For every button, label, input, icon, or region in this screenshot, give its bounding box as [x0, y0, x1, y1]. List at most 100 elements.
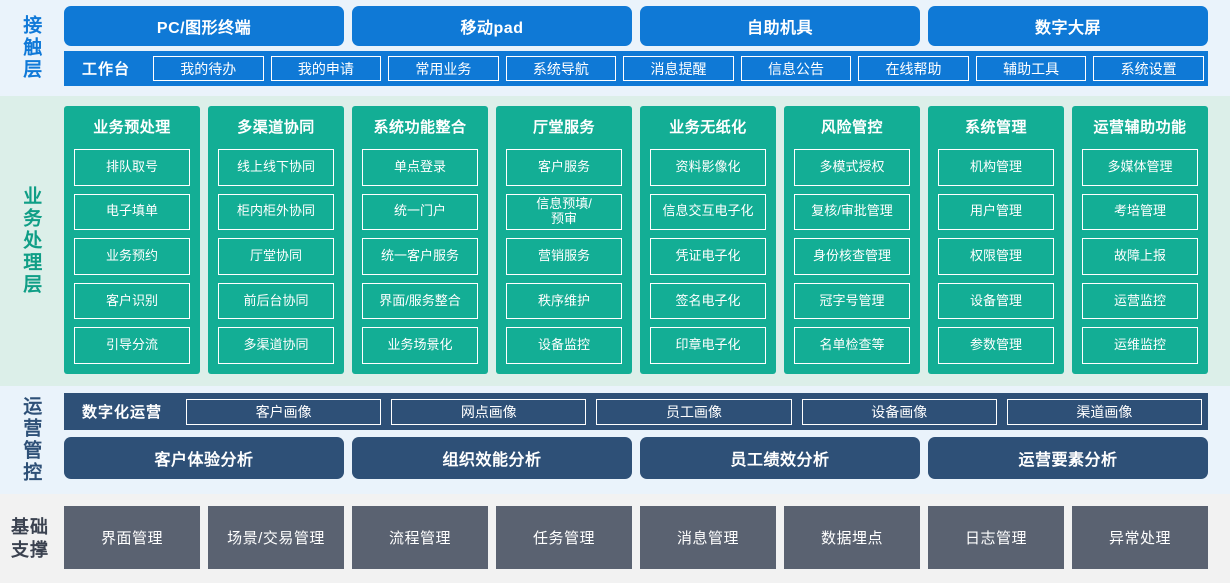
biz-item[interactable]: 机构管理: [938, 149, 1054, 186]
layer-base-support-label-line1: 基础: [11, 517, 49, 537]
biz-column-system-integration: 系统功能整合 单点登录 统一门户 统一客户服务 界面/服务整合 业务场景化: [352, 106, 488, 374]
base-item-task-management[interactable]: 任务管理: [496, 506, 632, 569]
workbench-title: 工作台: [82, 61, 131, 78]
biz-item[interactable]: 信息交互电子化: [650, 193, 766, 231]
biz-column-title: 业务预处理: [93, 119, 171, 136]
biz-item[interactable]: 厅堂协同: [218, 238, 334, 275]
portrait-employee[interactable]: 员工画像: [596, 398, 792, 425]
biz-item[interactable]: 用户管理: [938, 193, 1054, 231]
biz-item[interactable]: 柜内柜外协同: [218, 193, 334, 231]
workbench-item-system-settings[interactable]: 系统设置: [1093, 56, 1204, 81]
biz-item[interactable]: 统一客户服务: [362, 238, 478, 275]
biz-item[interactable]: 设备管理: [938, 282, 1054, 320]
workbench-item-message-alert[interactable]: 消息提醒: [623, 56, 734, 81]
analysis-customer-experience[interactable]: 客户体验分析: [64, 437, 344, 479]
biz-item[interactable]: 资料影像化: [650, 149, 766, 186]
base-item-process-management[interactable]: 流程管理: [352, 506, 488, 569]
biz-item[interactable]: 设备监控: [506, 327, 622, 364]
biz-item[interactable]: 客户服务: [506, 149, 622, 186]
layer-base-support-label-stack: 基础 支撑: [11, 516, 49, 561]
biz-item[interactable]: 多渠道协同: [218, 327, 334, 364]
biz-column-title: 多渠道协同: [237, 119, 315, 136]
biz-item[interactable]: 业务场景化: [362, 327, 478, 364]
base-item-scenario-transaction[interactable]: 场景/交易管理: [208, 506, 344, 569]
biz-item[interactable]: 考培管理: [1082, 193, 1198, 231]
biz-column-title: 系统管理: [964, 119, 1027, 136]
biz-item[interactable]: 复核/审批管理: [794, 193, 910, 231]
biz-item[interactable]: 名单检查等: [794, 327, 910, 364]
workbench-item-announcement[interactable]: 信息公告: [740, 56, 852, 81]
biz-item[interactable]: 电子填单: [74, 193, 190, 231]
biz-item[interactable]: 引导分流: [74, 327, 190, 364]
channel-pc[interactable]: PC/图形终端: [64, 6, 344, 46]
biz-column-system-management: 系统管理 机构管理 用户管理 权限管理 设备管理 参数管理: [928, 106, 1064, 374]
base-item-log-management[interactable]: 日志管理: [928, 506, 1064, 569]
channel-row: PC/图形终端 移动pad 自助机具 数字大屏: [64, 6, 1208, 46]
workbench-item-my-application[interactable]: 我的申请: [270, 56, 382, 81]
biz-item[interactable]: 多模式授权: [794, 149, 910, 186]
portrait-branch[interactable]: 网点画像: [391, 398, 587, 425]
layer-operations-label-text: 运营管控: [20, 396, 42, 484]
layer-touch-body: PC/图形终端 移动pad 自助机具 数字大屏 工作台 我的待办 我的申请 常用…: [60, 0, 1230, 96]
biz-item[interactable]: 前后台协同: [218, 282, 334, 320]
digital-operations-bar: 数字化运营 客户画像 网点画像 员工画像 设备画像 渠道画像: [64, 393, 1208, 430]
biz-column-title: 业务无纸化: [669, 119, 747, 136]
base-item-ui-management[interactable]: 界面管理: [64, 506, 200, 569]
biz-item[interactable]: 凭证电子化: [650, 238, 766, 275]
layer-base-support: 基础 支撑 界面管理 场景/交易管理 流程管理 任务管理 消息管理 数据埋点 日…: [0, 494, 1230, 583]
biz-item[interactable]: 运营监控: [1082, 282, 1198, 320]
biz-item[interactable]: 多媒体管理: [1082, 149, 1198, 186]
channel-mobile-pad[interactable]: 移动pad: [352, 6, 632, 46]
layer-base-support-label: 基础 支撑: [0, 494, 60, 583]
biz-column-lobby-service: 厅堂服务 客户服务 信息预填/ 预审 营销服务 秩序维护 设备监控: [496, 106, 632, 374]
layer-base-support-body: 界面管理 场景/交易管理 流程管理 任务管理 消息管理 数据埋点 日志管理 异常…: [60, 494, 1230, 583]
base-item-data-tracking[interactable]: 数据埋点: [784, 506, 920, 569]
workbench-item-online-help[interactable]: 在线帮助: [858, 56, 969, 81]
biz-item[interactable]: 冠字号管理: [794, 282, 910, 320]
biz-item[interactable]: 单点登录: [362, 149, 478, 186]
analysis-employee-performance[interactable]: 员工绩效分析: [640, 437, 920, 479]
biz-item[interactable]: 权限管理: [938, 238, 1054, 275]
biz-item[interactable]: 签名电子化: [650, 282, 766, 320]
biz-column-title: 风险管控: [820, 119, 883, 136]
analysis-org-efficiency[interactable]: 组织效能分析: [352, 437, 632, 479]
workbench-bar: 工作台 我的待办 我的申请 常用业务 系统导航 消息提醒 信息公告 在线帮助 辅…: [64, 51, 1208, 86]
biz-item[interactable]: 排队取号: [74, 149, 190, 186]
workbench-item-common-business[interactable]: 常用业务: [388, 56, 499, 81]
biz-item[interactable]: 秩序维护: [506, 282, 622, 320]
portrait-customer[interactable]: 客户画像: [186, 398, 382, 425]
biz-item[interactable]: 营销服务: [506, 238, 622, 275]
biz-item[interactable]: 故障上报: [1082, 238, 1198, 275]
biz-item[interactable]: 信息预填/ 预审: [506, 193, 622, 231]
biz-item[interactable]: 统一门户: [362, 193, 478, 231]
channel-self-service[interactable]: 自助机具: [640, 6, 920, 46]
layer-operations-body: 数字化运营 客户画像 网点画像 员工画像 设备画像 渠道画像 客户体验分析 组织…: [60, 386, 1230, 494]
biz-item[interactable]: 参数管理: [938, 327, 1054, 364]
layer-business-body: 业务预处理 排队取号 电子填单 业务预约 客户识别 引导分流 多渠道协同 线上线…: [60, 96, 1230, 386]
biz-column-pre-processing: 业务预处理 排队取号 电子填单 业务预约 客户识别 引导分流: [64, 106, 200, 374]
workbench-item-system-nav[interactable]: 系统导航: [505, 56, 617, 81]
layer-touch-label: 接触层: [0, 0, 60, 96]
base-item-exception-handling[interactable]: 异常处理: [1072, 506, 1208, 569]
biz-item[interactable]: 界面/服务整合: [362, 282, 478, 320]
portrait-channel[interactable]: 渠道画像: [1006, 398, 1203, 425]
biz-item[interactable]: 印章电子化: [650, 327, 766, 364]
digital-operations-title: 数字化运营: [82, 404, 163, 421]
layer-base-support-label-line2: 支撑: [11, 539, 49, 560]
channel-digital-screen[interactable]: 数字大屏: [928, 6, 1208, 46]
workbench-item-my-todo[interactable]: 我的待办: [153, 56, 264, 81]
biz-item[interactable]: 业务预约: [74, 238, 190, 275]
biz-item[interactable]: 线上线下协同: [218, 149, 334, 186]
layer-operations-label: 运营管控: [0, 386, 60, 494]
workbench-item-aux-tools[interactable]: 辅助工具: [975, 56, 1087, 81]
biz-item[interactable]: 身份核查管理: [794, 238, 910, 275]
base-item-message-management[interactable]: 消息管理: [640, 506, 776, 569]
portrait-device[interactable]: 设备画像: [801, 398, 997, 425]
biz-item[interactable]: 运维监控: [1082, 327, 1198, 364]
biz-item[interactable]: 客户识别: [74, 282, 190, 320]
biz-column-ops-support: 运营辅助功能 多媒体管理 考培管理 故障上报 运营监控 运维监控: [1072, 106, 1208, 374]
layer-touch: 接触层 PC/图形终端 移动pad 自助机具 数字大屏 工作台 我的待办 我的申…: [0, 0, 1230, 96]
biz-column-title: 系统功能整合: [373, 119, 467, 136]
analysis-ops-factors[interactable]: 运营要素分析: [928, 437, 1208, 479]
layer-business-label: 业务处理层: [0, 96, 60, 386]
